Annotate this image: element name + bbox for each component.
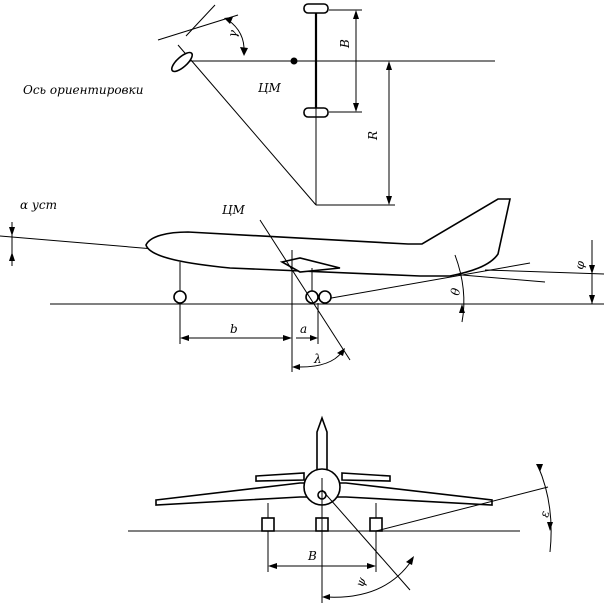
front-left-wheel [261,517,275,532]
front-epsilon-label: ε [537,510,552,519]
top-track-label: B [338,39,352,49]
top-nose-wheel [170,51,194,73]
side-phi-ref-line [484,269,605,275]
front-stabilizer-right [341,472,391,482]
side-alpha-arrow-top [9,227,15,236]
side-lambda-label: λ [313,352,322,366]
front-stabilizer-left [255,472,305,482]
side-tail-clearance-line [319,262,531,301]
side-main-wheel-1 [305,290,319,304]
side-wing [279,257,341,273]
side-phi-label: φ [572,259,587,270]
front-track-label: B [307,549,317,563]
front-epsilon-arrow-top [536,464,543,472]
top-radius-label: R [366,131,380,141]
front-right-wheel [369,517,383,532]
front-epsilon-line [375,486,549,532]
top-view: Ось ориентировки ЦМ B R γ [23,3,495,206]
side-a-label: a [300,322,307,336]
front-view: B ψ ε [128,415,553,603]
side-b-label: b [230,322,238,336]
side-theta-arrow [459,304,465,313]
front-psi-line [321,489,411,591]
orientation-axis-label: Ось ориентировки [23,83,143,97]
front-b-arrow-left [268,563,277,569]
side-lambda-arc [295,351,343,368]
top-nose-wheel-dir [185,4,216,37]
top-gamma-label: γ [225,28,240,38]
side-lambda-arrow-right [337,348,345,356]
side-a-arrow-right [310,335,318,341]
side-cm-label: ЦМ [222,203,245,217]
top-gamma-arrow-lower [240,47,248,56]
side-alpha-arrow-bottom [9,252,15,261]
top-nose-wheel-axis [157,14,239,41]
top-wheel-upper [303,3,329,14]
front-b-arrow-right [367,563,376,569]
front-psi-arrow-right [406,556,414,565]
side-b-arrow-right [283,335,292,341]
side-theta-arc [454,254,465,323]
top-r-arrow-up [386,61,392,70]
side-nose-wheel [173,290,187,304]
top-cm-label: ЦМ [258,81,281,95]
side-theta-label: θ [448,286,463,296]
front-psi-arc [325,559,413,598]
install-angle-label: α уст [20,198,57,212]
front-psi-label: ψ [353,575,370,589]
top-orientation-line [177,44,317,206]
front-psi-arrow-left [322,594,330,600]
front-epsilon-arc [537,465,552,553]
side-phi-arrow-bottom [589,295,595,304]
side-main-wheel-2 [318,290,332,304]
side-phi-arrow-top [589,265,595,274]
front-epsilon-arrow [547,522,553,531]
side-b-arrow-left [180,335,189,341]
top-b-arrow-down [353,103,359,112]
top-b-arrow-up [353,10,359,19]
side-view: α уст ЦМ b a λ θ φ [0,198,605,372]
side-lambda-arrow-left [292,364,300,370]
top-gamma-arrow-upper [224,17,233,24]
side-fuselage [145,198,511,277]
top-cm-point [290,57,298,65]
side-cm-line [259,219,351,361]
top-r-arrow-down [386,196,392,205]
